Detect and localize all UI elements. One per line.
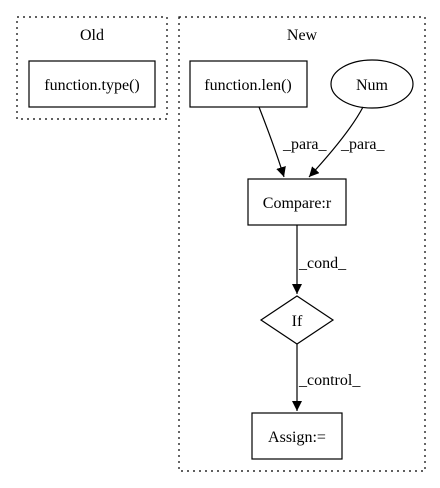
edge-if-to-assign: _control_ xyxy=(292,344,361,411)
cluster-new: New xyxy=(178,16,426,472)
node-if-label: If xyxy=(292,313,303,330)
node-compare: Compare:r xyxy=(247,178,347,226)
cluster-old: Old xyxy=(16,16,168,120)
node-function-type-label: function.type() xyxy=(44,77,140,94)
edge-len-to-compare-label: _para_ xyxy=(282,136,328,153)
cluster-old-label: Old xyxy=(80,27,104,44)
edge-num-to-compare: _para_ xyxy=(308,106,386,178)
node-compare-label: Compare:r xyxy=(263,195,332,212)
node-assign: Assign:= xyxy=(251,412,343,460)
edge-compare-to-if-label: _cond_ xyxy=(298,255,347,272)
node-num: Num xyxy=(330,59,414,109)
edge-len-to-compare: _para_ xyxy=(258,106,328,178)
node-function-len-label: function.len() xyxy=(204,77,292,94)
node-num-label: Num xyxy=(356,77,389,94)
node-function-len: function.len() xyxy=(189,60,308,108)
node-assign-label: Assign:= xyxy=(268,429,326,446)
node-function-type: function.type() xyxy=(28,60,156,108)
edge-if-to-assign-label: _control_ xyxy=(298,372,361,389)
cluster-new-label: New xyxy=(287,27,318,44)
edge-compare-to-if: _cond_ xyxy=(292,225,347,294)
node-if: If xyxy=(259,295,335,345)
edge-num-to-compare-label: _para_ xyxy=(340,136,386,153)
